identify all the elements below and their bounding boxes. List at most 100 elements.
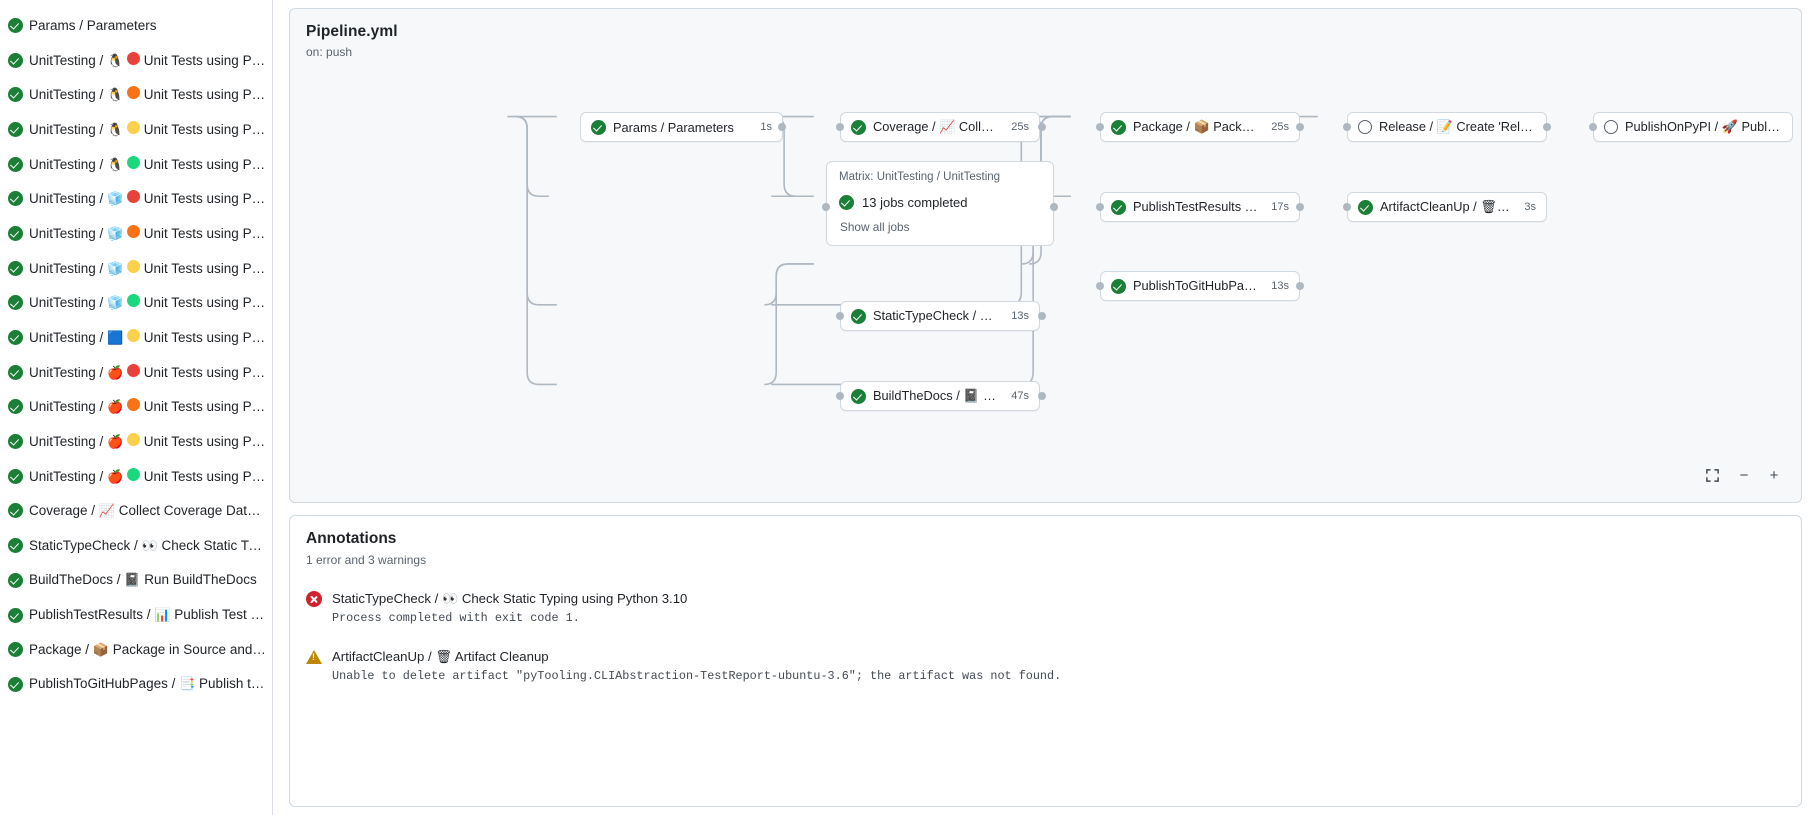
os-icon: 📈 [98, 502, 115, 518]
node-duration: 25s [1271, 121, 1289, 133]
status-success-icon [1111, 119, 1126, 135]
graph-canvas[interactable]: Params / Parameters 1s Coverage / 📈 Coll… [290, 9, 1801, 502]
status-success-icon [8, 642, 23, 658]
matrix-status-row[interactable]: 13 jobs completed [839, 195, 1041, 210]
graph-node-build-the-docs[interactable]: BuildTheDocs / 📓 Run Buil... 47s [840, 381, 1040, 411]
status-success-icon [851, 308, 866, 324]
sidebar-item-label: UnitTesting / 🟦 Unit Tests using Pyth... [29, 329, 266, 346]
zoom-in-button[interactable]: + [1763, 464, 1785, 486]
os-icon: 🧊 [107, 191, 124, 207]
zoom-out-button[interactable]: − [1733, 464, 1755, 486]
sidebar-item-label: UnitTesting / 🧊 Unit Tests using Pyth... [29, 224, 266, 241]
node-port [1038, 123, 1046, 131]
warning-icon [306, 650, 322, 664]
python-version-icon [127, 398, 140, 412]
status-success-icon [851, 388, 866, 404]
sidebar-item[interactable]: UnitTesting / 🐧 Unit Tests using Pyth... [0, 43, 272, 78]
annotation-item[interactable]: ArtifactCleanUp / 🗑 Artifact Cleanup Una… [306, 648, 1785, 683]
sidebar-item[interactable]: UnitTesting / 🐧 Unit Tests using Pyth... [0, 112, 272, 147]
sidebar-item[interactable]: UnitTesting / 🍎 Unit Tests using Pyth... [0, 355, 272, 390]
status-success-icon [8, 156, 23, 172]
chart-increasing-icon: 📈 [939, 119, 956, 134]
status-pending-icon [1604, 120, 1618, 134]
os-icon: 🐧 [107, 121, 124, 137]
sidebar-item[interactable]: UnitTesting / 🍎 Unit Tests using Pyth... [0, 459, 272, 494]
node-port [1096, 203, 1104, 211]
sidebar-item[interactable]: Params / Parameters [0, 8, 272, 43]
graph-node-params[interactable]: Params / Parameters 1s [580, 112, 783, 142]
sidebar-item-label: Package / 📦 Package in Source and Wh... [29, 641, 266, 657]
status-success-icon [8, 52, 23, 68]
error-icon [306, 591, 322, 607]
notebook-icon: 📓 [963, 388, 980, 403]
annotation-item[interactable]: StaticTypeCheck / 👀 Check Static Typing … [306, 590, 1785, 625]
annotations-summary: 1 error and 3 warnings [306, 553, 427, 567]
status-success-icon [839, 195, 854, 210]
node-port [778, 123, 786, 131]
workflow-trigger: on: push [306, 45, 353, 59]
annotations-title: Annotations [306, 530, 397, 547]
python-version-icon [127, 259, 140, 273]
graph-node-coverage[interactable]: Coverage / 📈 Collect Cove... 25s [840, 112, 1040, 142]
node-duration: 13s [1011, 310, 1029, 322]
sidebar-item[interactable]: PublishTestResults / 📊 Publish Test Resu… [0, 598, 272, 633]
status-success-icon [8, 225, 23, 241]
python-version-icon [127, 155, 140, 169]
node-port [1096, 282, 1104, 290]
graph-node-static-type-check[interactable]: StaticTypeCheck / 👀 Chec... 13s [840, 301, 1040, 331]
sidebar-item-label: UnitTesting / 🍎 Unit Tests using Pyth... [29, 363, 266, 380]
sidebar-item[interactable]: UnitTesting / 🟦 Unit Tests using Pyth... [0, 320, 272, 355]
page-title: Pipeline.yml [306, 23, 398, 40]
sidebar-item[interactable]: UnitTesting / 🧊 Unit Tests using Pyth... [0, 251, 272, 286]
sidebar-item[interactable]: UnitTesting / 🧊 Unit Tests using Pyth... [0, 286, 272, 321]
rocket-icon: 🚀 [1721, 119, 1738, 134]
graph-node-publish-test-results[interactable]: PublishTestResults / 📊 Pu... 17s [1100, 192, 1300, 222]
sidebar-item-label: StaticTypeCheck / 👀 Check Static Typing.… [29, 537, 266, 553]
graph-zoom-controls[interactable]: − + [1701, 464, 1785, 486]
os-icon: 🧊 [107, 260, 124, 276]
memo-icon: 📝 [1436, 119, 1453, 134]
fullscreen-icon[interactable] [1701, 464, 1723, 486]
workflow-graph-card: Pipeline.yml on: push [289, 8, 1802, 503]
sidebar-item[interactable]: PublishToGitHubPages / 📑 Publish to G... [0, 667, 272, 702]
sidebar-item[interactable]: UnitTesting / 🍎 Unit Tests using Pyth... [0, 390, 272, 425]
node-label: Coverage / 📈 Collect Cove... [873, 119, 999, 134]
os-icon: 🟦 [107, 330, 124, 346]
sidebar-item[interactable]: BuildTheDocs / 📓 Run BuildTheDocs [0, 563, 272, 598]
show-all-jobs-link[interactable]: Show all jobs [840, 220, 910, 234]
sidebar-item-label: UnitTesting / 🍎 Unit Tests using Pyth... [29, 398, 266, 415]
sidebar-item-label: BuildTheDocs / 📓 Run BuildTheDocs [29, 572, 257, 588]
graph-node-artifact-cleanup[interactable]: ArtifactCleanUp / 🗑 Artifac... 3s [1347, 192, 1547, 222]
graph-node-publish-gh-pages[interactable]: PublishToGitHubPages / 📑 ... 13s [1100, 271, 1300, 301]
sidebar-item[interactable]: UnitTesting / 🧊 Unit Tests using Pyth... [0, 216, 272, 251]
os-icon: 📑 [179, 676, 196, 692]
status-success-icon [591, 119, 606, 135]
os-icon: 🐧 [107, 87, 124, 103]
node-port [1343, 123, 1351, 131]
matrix-status-text: 13 jobs completed [862, 195, 968, 210]
sidebar-item[interactable]: UnitTesting / 🐧 Unit Tests using Pyth... [0, 147, 272, 182]
sidebar-item[interactable]: Coverage / 📈 Collect Coverage Data usi..… [0, 494, 272, 529]
os-icon: 🧊 [107, 295, 124, 311]
status-success-icon [8, 468, 23, 484]
status-success-icon [1111, 199, 1126, 215]
sidebar-item[interactable]: Package / 📦 Package in Source and Wh... [0, 632, 272, 667]
os-icon: 🐧 [107, 156, 124, 172]
sidebar-item[interactable]: UnitTesting / 🐧 Unit Tests using Pyth... [0, 77, 272, 112]
graph-node-release[interactable]: Release / 📝 Create 'Release P... [1347, 112, 1547, 142]
status-success-icon [8, 503, 23, 519]
annotation-header: StaticTypeCheck / 👀 Check Static Typing … [332, 591, 688, 606]
sidebar-item[interactable]: UnitTesting / 🧊 Unit Tests using Pyth... [0, 181, 272, 216]
node-duration: 17s [1271, 201, 1289, 213]
node-label: Package / 📦 Package in So... [1133, 119, 1259, 134]
status-success-icon [8, 434, 23, 450]
graph-node-publish-pypi[interactable]: PublishOnPyPI / 🚀 Publish to ... [1593, 112, 1793, 142]
sidebar-item[interactable]: UnitTesting / 🍎 Unit Tests using Pyth... [0, 424, 272, 459]
sidebar-item[interactable]: StaticTypeCheck / 👀 Check Static Typing.… [0, 528, 272, 563]
trash-icon: 🗑 [1480, 199, 1497, 214]
python-version-icon [127, 329, 140, 343]
matrix-group-unit-testing[interactable]: Matrix: UnitTesting / UnitTesting 13 job… [826, 161, 1054, 246]
graph-node-package[interactable]: Package / 📦 Package in So... 25s [1100, 112, 1300, 142]
